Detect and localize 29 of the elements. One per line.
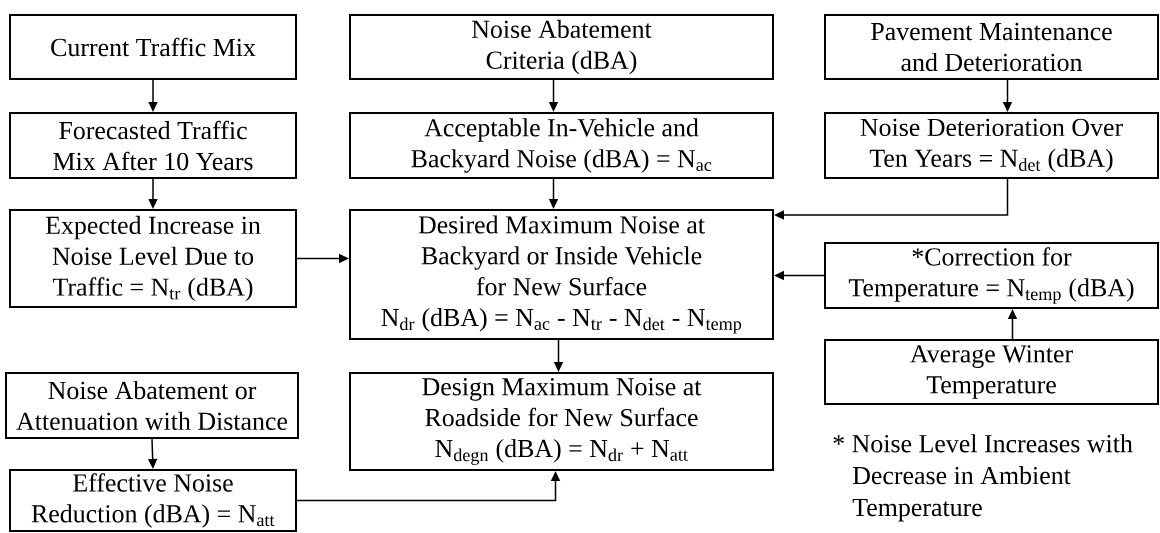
box-text: Expected Increase in Noise Level Due to Traffic = N$_{tr}$ (dBA) <box>45 215 261 302</box>
box-text: Noise Abatement Criteria (dBA) <box>472 19 652 75</box>
box-text: Desired Maximum Noise at Backyard or Inside Vehicle for New Surface <box>418 215 705 296</box>
box-text: Current Traffic Mix <box>51 37 256 57</box>
process-box <box>9 112 297 179</box>
box-text: Effective Noise Reduction (dBA) = N$_{att}$ <box>31 473 275 528</box>
box-text: Noise Abatement or Attenuation with Distance <box>16 380 288 431</box>
box-text: *Correction for Temperature = N$_{temp}$ (dBA) <box>848 247 1134 304</box>
box-text: Forecasted Traffic Mix After 10 Years <box>53 120 253 171</box>
process-box <box>824 14 1159 80</box>
note-text: * Noise Level Increases with Decrease in Ambient Temperature <box>833 434 1133 522</box>
process-box <box>349 14 774 80</box>
process-box <box>9 469 297 532</box>
process-box <box>9 209 297 308</box>
process-box <box>349 372 774 471</box>
process-box <box>5 372 299 439</box>
process-box <box>824 112 1159 179</box>
box-text: Acceptable In-Vehicle and Backyard Noise (dBA) = N$_{ac}$ <box>411 118 712 173</box>
process-box <box>349 209 774 340</box>
formula-text: N$_{degn}$ (dBA) = N$_{dr}$ + N$_{att}$ <box>435 439 688 465</box>
formula-text: N$_{dr}$ (dBA) = N$_{ac}$ - N$_{tr}$ - N$_{det}$ - N$_{temp}$ <box>381 308 742 334</box>
box-text: Average Winter Temperature <box>910 345 1073 399</box>
box-text: Noise Deterioration Over Ten Years = N$_{det}$ (dBA) <box>860 118 1123 173</box>
process-box <box>824 242 1159 309</box>
box-text: Design Maximum Noise at Roadside for New Surface <box>422 378 702 427</box>
process-box <box>824 339 1159 405</box>
box-text: Pavement Maintenance and Deterioration <box>871 22 1112 72</box>
process-box <box>9 14 297 80</box>
process-box <box>349 112 774 179</box>
